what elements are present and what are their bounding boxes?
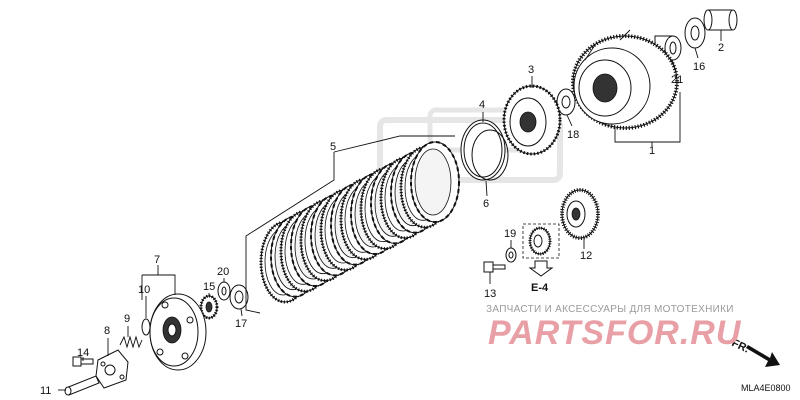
part-2-bushing[interactable] [703,9,738,31]
part-13-bolt[interactable] [483,261,506,273]
part-1-clutch-outer[interactable] [564,29,679,130]
part-6-judder-spring[interactable] [471,129,509,181]
label-part-18: 18 [567,129,579,141]
part-number-labels: 2 16 21 1 3 18 4 6 5 12 19 13 7 10 9 8 1… [40,42,724,397]
part-5-clutch-plate-stack[interactable] [259,141,460,304]
label-part-3: 3 [528,64,534,76]
label-part-5: 5 [330,141,336,153]
label-part-1: 1 [649,145,655,157]
watermark-logo: PARTSFOR.RU [488,314,742,352]
part-8-lifter-plate[interactable] [95,349,129,389]
part-19-washer[interactable] [505,247,517,263]
part-7-pressure-plate[interactable] [149,293,207,371]
label-part-13: 13 [484,288,496,300]
label-part-17: 17 [235,318,247,330]
part-3-clutch-center[interactable] [502,84,562,156]
label-part-7: 7 [154,254,160,266]
clutch-plate [410,141,460,223]
e-4-reference-label: E-4 [531,282,549,294]
label-part-6: 6 [483,198,489,210]
label-part-20: 20 [217,266,229,278]
part-11-lifter-rod[interactable] [64,375,100,396]
part-17-washer[interactable] [229,284,249,310]
part-15-lock-nut[interactable] [199,294,219,320]
leader-lines [58,30,722,391]
label-part-19: 19 [504,228,516,240]
part-14-bolt[interactable] [72,356,94,367]
label-part-4: 4 [479,99,485,111]
part-20-washer[interactable] [217,281,231,301]
diagram-code: MLA4E0800 [741,383,791,393]
label-part-16: 16 [693,61,705,73]
label-part-10: 10 [138,284,150,296]
part-12-primary-gear[interactable] [560,188,600,240]
label-part-2: 2 [718,42,724,54]
part-16-washer[interactable] [684,17,706,49]
label-part-9: 9 [124,313,130,325]
e-4-reference-gear[interactable] [522,223,560,259]
label-part-14: 14 [77,347,89,359]
label-part-12: 12 [580,250,592,262]
label-part-11: 11 [40,385,51,397]
part-9-spring[interactable] [119,335,143,349]
e-4-reference-arrow [528,260,554,277]
label-part-21: 21 [671,74,683,86]
part-18-washer[interactable] [556,88,576,116]
part-10-o-ring[interactable] [141,318,151,336]
part-4-spring-seat[interactable] [460,119,506,181]
label-part-15: 15 [203,281,215,293]
watermark-caption: ЗАПЧАСТИ И АКСЕССУАРЫ ДЛЯ МОТОТЕХНИКИ [486,304,734,315]
label-part-8: 8 [104,325,110,337]
